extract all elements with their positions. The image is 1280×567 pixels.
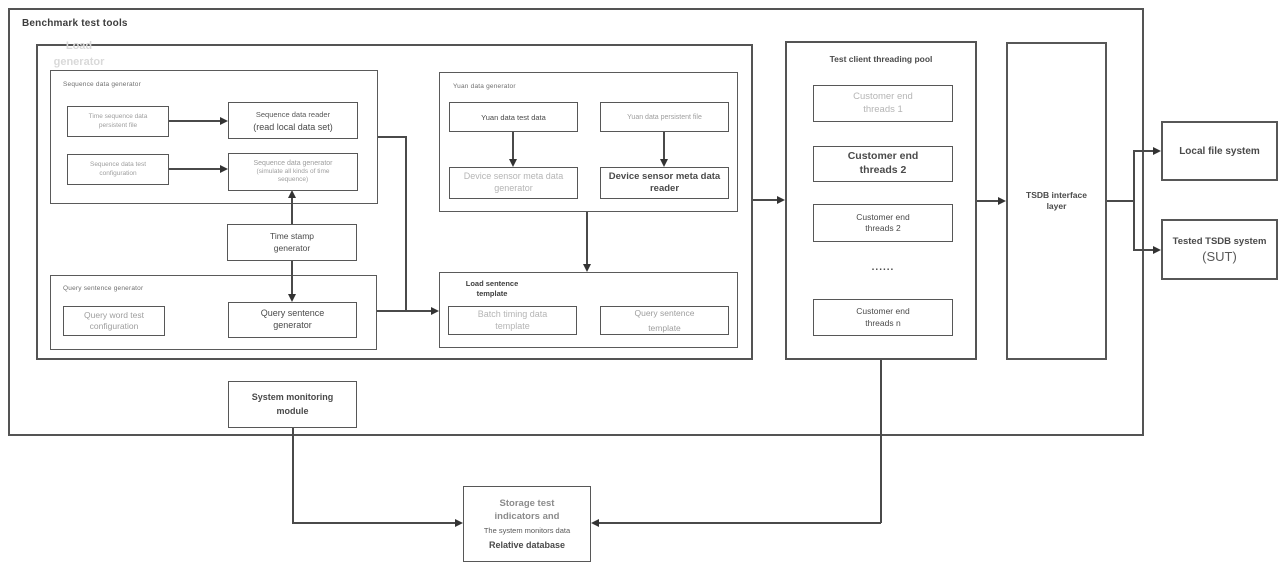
device-meta-reader-label: Device sensor meta data reader <box>608 170 721 194</box>
arrowhead <box>509 159 517 167</box>
arrowhead <box>583 264 591 272</box>
connector-merge-vertical <box>405 136 407 311</box>
customer-threads-n-label: Customer end threads n <box>856 306 910 328</box>
benchmark-test-tools-box <box>8 8 1144 436</box>
yuan-persistent-file-box: Yuan data persistent file <box>600 102 729 132</box>
sequence-test-config-label: Sequence data test configuration <box>89 161 146 177</box>
tested-tsdb-system-box: Tested TSDB system (SUT) <box>1161 219 1278 280</box>
query-word-config-box: Query word test configuration <box>63 306 165 336</box>
connector-monitor-down <box>292 428 294 523</box>
local-file-system-label: Local file system <box>1179 145 1260 157</box>
sequence-data-reader-box: Sequence data reader (read local data se… <box>228 102 358 139</box>
time-stamp-generator-box: Time stamp generator <box>227 224 357 261</box>
customer-threads-n-box: Customer end threads n <box>813 299 953 336</box>
batch-timing-template-label: Batch timing data template <box>477 308 548 331</box>
customer-threads-2-box: Customer end threads 2 <box>813 146 953 182</box>
yuan-test-data-label: Yuan data test data <box>481 112 546 122</box>
customer-threads-2b-label: Customer end threads 2 <box>856 211 910 233</box>
arrowhead <box>288 294 296 302</box>
arrowhead <box>1153 246 1161 254</box>
yuan-persistent-file-label: Yuan data persistent file <box>627 113 702 121</box>
connector-pool-storage <box>599 522 881 524</box>
connector-seq-out <box>378 136 407 138</box>
connector-yuan-right-down <box>663 131 665 159</box>
connector-to-localfs <box>1133 150 1153 152</box>
customer-threads-1-label: Customer end threads 1 <box>853 91 913 115</box>
load-generator-box <box>36 44 753 360</box>
query-word-config-label: Query word test configuration <box>84 309 144 331</box>
sequence-data-generator-group: Sequence data generator <box>50 70 378 204</box>
time-stamp-generator-label: Time stamp generator <box>269 231 315 253</box>
connector-timestamp-down <box>291 261 293 294</box>
connector-pool-tsdb <box>977 200 998 202</box>
sequence-group-label: Sequence data generator <box>63 81 141 88</box>
batch-timing-template-box: Batch timing data template <box>448 306 577 335</box>
system-monitoring-module-label: System monitoring module <box>251 392 334 416</box>
time-sequence-file-box: Time sequence data persistent file <box>67 106 169 137</box>
storage-indicators-box: Storage test indicators and The system m… <box>463 486 591 562</box>
connector-timestamp-up <box>291 196 293 224</box>
threads-ellipsis: ...... <box>871 262 895 273</box>
benchmark-title: Benchmark test tools <box>22 18 128 29</box>
threading-pool-title: Test client threading pool <box>829 54 933 64</box>
arrowhead <box>288 190 296 198</box>
connector-query-template <box>377 310 431 312</box>
arrowhead <box>591 519 599 527</box>
storage-line3: Relative database <box>488 539 566 550</box>
load-sentence-template-group: Load sentence template <box>439 272 738 348</box>
connector-to-tested-tsdb <box>1133 249 1153 251</box>
arrowhead <box>1153 147 1161 155</box>
sequence-test-config-box: Sequence data test configuration <box>67 154 169 185</box>
connector-monitor-storage <box>292 522 455 524</box>
query-sentence-template-box: Query sentence template <box>600 306 729 335</box>
sequence-reader-line1: Sequence data reader <box>255 109 331 119</box>
query-group-label: Query sentence generator <box>63 285 144 292</box>
sequence-reader-line2: (read local data set) <box>253 121 333 132</box>
customer-threads-1-box: Customer end threads 1 <box>813 85 953 122</box>
template-group-label: Load sentence template <box>465 279 519 298</box>
connector-yuan-left-down <box>512 131 514 159</box>
device-meta-generator-label: Device sensor meta data generator <box>463 171 564 193</box>
sequence-generator-line1: Sequence data generator <box>253 159 333 167</box>
sequence-data-generator-box: Sequence data generator (simulate all ki… <box>228 153 358 191</box>
tsdb-interface-layer-box: TSDB interface layer <box>1006 42 1107 360</box>
device-meta-generator-box: Device sensor meta data generator <box>449 167 578 199</box>
load-generator-label: Load generator <box>53 40 105 68</box>
query-sentence-generator-box: Query sentence generator <box>228 302 357 338</box>
connector-yuan-template <box>586 212 588 264</box>
arrowhead <box>660 159 668 167</box>
arrowhead <box>220 165 228 173</box>
connector-tsdb-branch <box>1133 151 1135 251</box>
system-monitoring-module-box: System monitoring module <box>228 381 357 428</box>
arrowhead <box>998 197 1006 205</box>
customer-threads-2-label: Customer end threads 2 <box>847 150 919 176</box>
device-meta-reader-box: Device sensor meta data reader <box>600 167 729 199</box>
sequence-generator-line2: (simulate all kinds of time sequence) <box>256 167 330 183</box>
storage-line2: The system monitors data <box>483 525 571 535</box>
time-sequence-file-label: Time sequence data persistent file <box>88 113 148 129</box>
yuan-group-label: Yuan data generator <box>453 83 516 90</box>
local-file-system-box: Local file system <box>1161 121 1278 181</box>
query-sentence-generator-label: Query sentence generator <box>260 308 325 330</box>
yuan-test-data-box: Yuan data test data <box>449 102 578 132</box>
connector-seqfile-reader <box>169 120 220 122</box>
query-sentence-template-label: Query sentence template <box>634 308 695 333</box>
tested-tsdb-line1: Tested TSDB system <box>1172 235 1267 247</box>
arrowhead <box>220 117 228 125</box>
arrowhead <box>431 307 439 315</box>
tested-tsdb-line2: (SUT) <box>1202 248 1237 264</box>
yuan-data-generator-group: Yuan data generator <box>439 72 738 212</box>
connector-config-generator <box>169 168 220 170</box>
query-sentence-generator-group: Query sentence generator <box>50 275 377 350</box>
customer-threads-2b-box: Customer end threads 2 <box>813 204 953 242</box>
test-client-threading-pool-box: Test client threading pool <box>785 41 977 360</box>
arrowhead <box>777 196 785 204</box>
connector-tsdb-out <box>1107 200 1135 202</box>
arrowhead <box>455 519 463 527</box>
storage-line1: Storage test indicators and <box>494 498 560 522</box>
connector-loadgen-pool <box>753 199 777 201</box>
connector-pool-down <box>880 360 882 523</box>
tsdb-interface-layer-label: TSDB interface layer <box>1026 189 1087 211</box>
